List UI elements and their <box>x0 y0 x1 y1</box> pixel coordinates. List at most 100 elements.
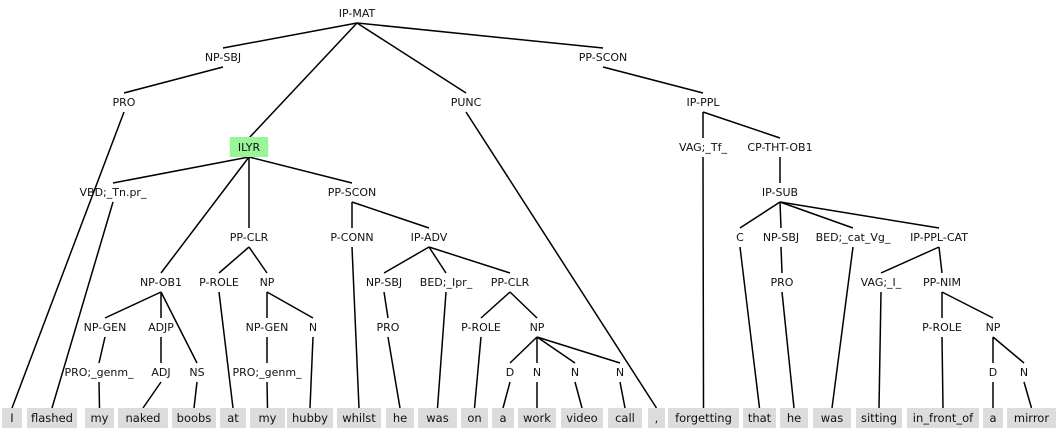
tree-node-label: PP-SCON <box>579 51 628 64</box>
tree-node-label: N <box>1020 366 1028 379</box>
tree-node-label: IP-PPL-CAT <box>910 231 968 244</box>
word-edge <box>142 381 162 409</box>
word-token: boobs <box>177 411 212 425</box>
word-box <box>118 408 168 428</box>
tree-edge <box>383 291 389 319</box>
tree-node-label: N <box>309 321 317 334</box>
tree-edge <box>248 22 358 139</box>
tree-node-label: NS <box>189 366 204 379</box>
word-box <box>386 408 414 428</box>
tree-node-label: N <box>571 366 579 379</box>
word-box <box>418 408 457 428</box>
tree-node-label: VAG;_I_ <box>861 276 902 289</box>
word-edge <box>436 291 447 409</box>
tree-edge <box>602 66 704 94</box>
tree-edge <box>112 156 250 184</box>
tree-node-label: VAG;_Tf_ <box>679 141 727 154</box>
tree-edge <box>123 66 224 94</box>
tree-edge <box>702 111 781 139</box>
tree-node-label: P-ROLE <box>922 321 962 334</box>
word-box <box>813 408 851 428</box>
highlight-box <box>229 137 269 157</box>
word-box <box>250 408 285 428</box>
word-token: my <box>90 411 108 425</box>
tree-node-label: BED;_Ipr_ <box>420 276 473 289</box>
tree-node-label: PRO <box>771 276 794 289</box>
word-edge <box>351 246 360 409</box>
tree-node-label: NP <box>986 321 1001 334</box>
tree-node-label: CP-THT-OB1 <box>747 141 812 154</box>
word-edge <box>309 336 314 409</box>
tree-node-label: IP-ADV <box>411 231 448 244</box>
word-box <box>668 408 739 428</box>
word-token: a <box>989 411 996 425</box>
tree-node-label: ADJP <box>148 321 174 334</box>
word-box <box>561 408 603 428</box>
tree-node-label: PRO <box>377 321 400 334</box>
word-edge <box>387 336 401 409</box>
word-box <box>172 408 216 428</box>
tree-node-label: NP-SBJ <box>205 51 241 64</box>
tree-edge <box>509 336 538 364</box>
tree-edge <box>356 22 604 49</box>
word-box <box>287 408 333 428</box>
word-token: hubby <box>292 411 328 425</box>
tree-edge <box>536 336 621 364</box>
word-token: video <box>566 411 597 425</box>
word-edge <box>739 246 761 409</box>
word-edge <box>941 336 944 409</box>
word-token: I <box>10 411 13 425</box>
tree-node-label: PP-CLR <box>230 231 269 244</box>
word-box <box>220 408 246 428</box>
word-box <box>2 408 22 428</box>
word-token: naked <box>126 411 161 425</box>
tree-node-label: ILYR <box>238 141 261 154</box>
word-box <box>1007 408 1056 428</box>
word-token: , <box>655 411 659 425</box>
word-edge <box>781 291 795 409</box>
word-token: he <box>787 411 801 425</box>
tree-edge <box>780 246 783 274</box>
tree-labels: IP-MATNP-SBJPROILYRVBD;_Tn.pr_NP-OB1NP-G… <box>10 7 1049 425</box>
word-edge <box>502 381 511 409</box>
word-edge <box>193 381 198 409</box>
word-token: he <box>393 411 407 425</box>
word-edge <box>51 201 114 409</box>
word-token: work <box>523 411 551 425</box>
tree-node-label: D <box>506 366 514 379</box>
word-token: that <box>748 411 772 425</box>
word-token: flashed <box>31 411 73 425</box>
tree-node-label: IP-MAT <box>339 7 376 20</box>
tree-node-label: BED;_cat_Vg_ <box>816 231 891 244</box>
tree-edge <box>992 336 1025 364</box>
word-edge <box>878 291 882 409</box>
tree-edge <box>98 336 106 364</box>
word-edge <box>266 381 269 409</box>
word-token: forgetting <box>675 411 732 425</box>
word-token: a <box>499 411 506 425</box>
tree-edge <box>383 246 430 274</box>
word-box <box>608 408 642 428</box>
tree-node-label: PRO;_genm_ <box>64 366 134 379</box>
word-edge <box>465 111 658 409</box>
word-box <box>743 408 776 428</box>
word-edge <box>218 291 234 409</box>
tree-node-label: D <box>989 366 997 379</box>
tree-node-label: PP-NIM <box>923 276 961 289</box>
tree-node-label: NP-OB1 <box>140 276 182 289</box>
word-token: call <box>615 411 635 425</box>
tree-edge <box>160 156 250 274</box>
tree-edge <box>248 246 268 274</box>
word-edge <box>98 381 101 409</box>
word-box <box>461 408 488 428</box>
tree-edge <box>104 291 162 319</box>
tree-edge <box>248 156 353 184</box>
tree-node-label: C <box>736 231 744 244</box>
tree-node-label: PUNC <box>451 96 482 109</box>
tree-edge <box>428 246 447 274</box>
tree-edge <box>779 201 940 229</box>
word-box <box>648 408 665 428</box>
word-token: mirror <box>1014 411 1049 425</box>
word-edge <box>702 156 705 409</box>
